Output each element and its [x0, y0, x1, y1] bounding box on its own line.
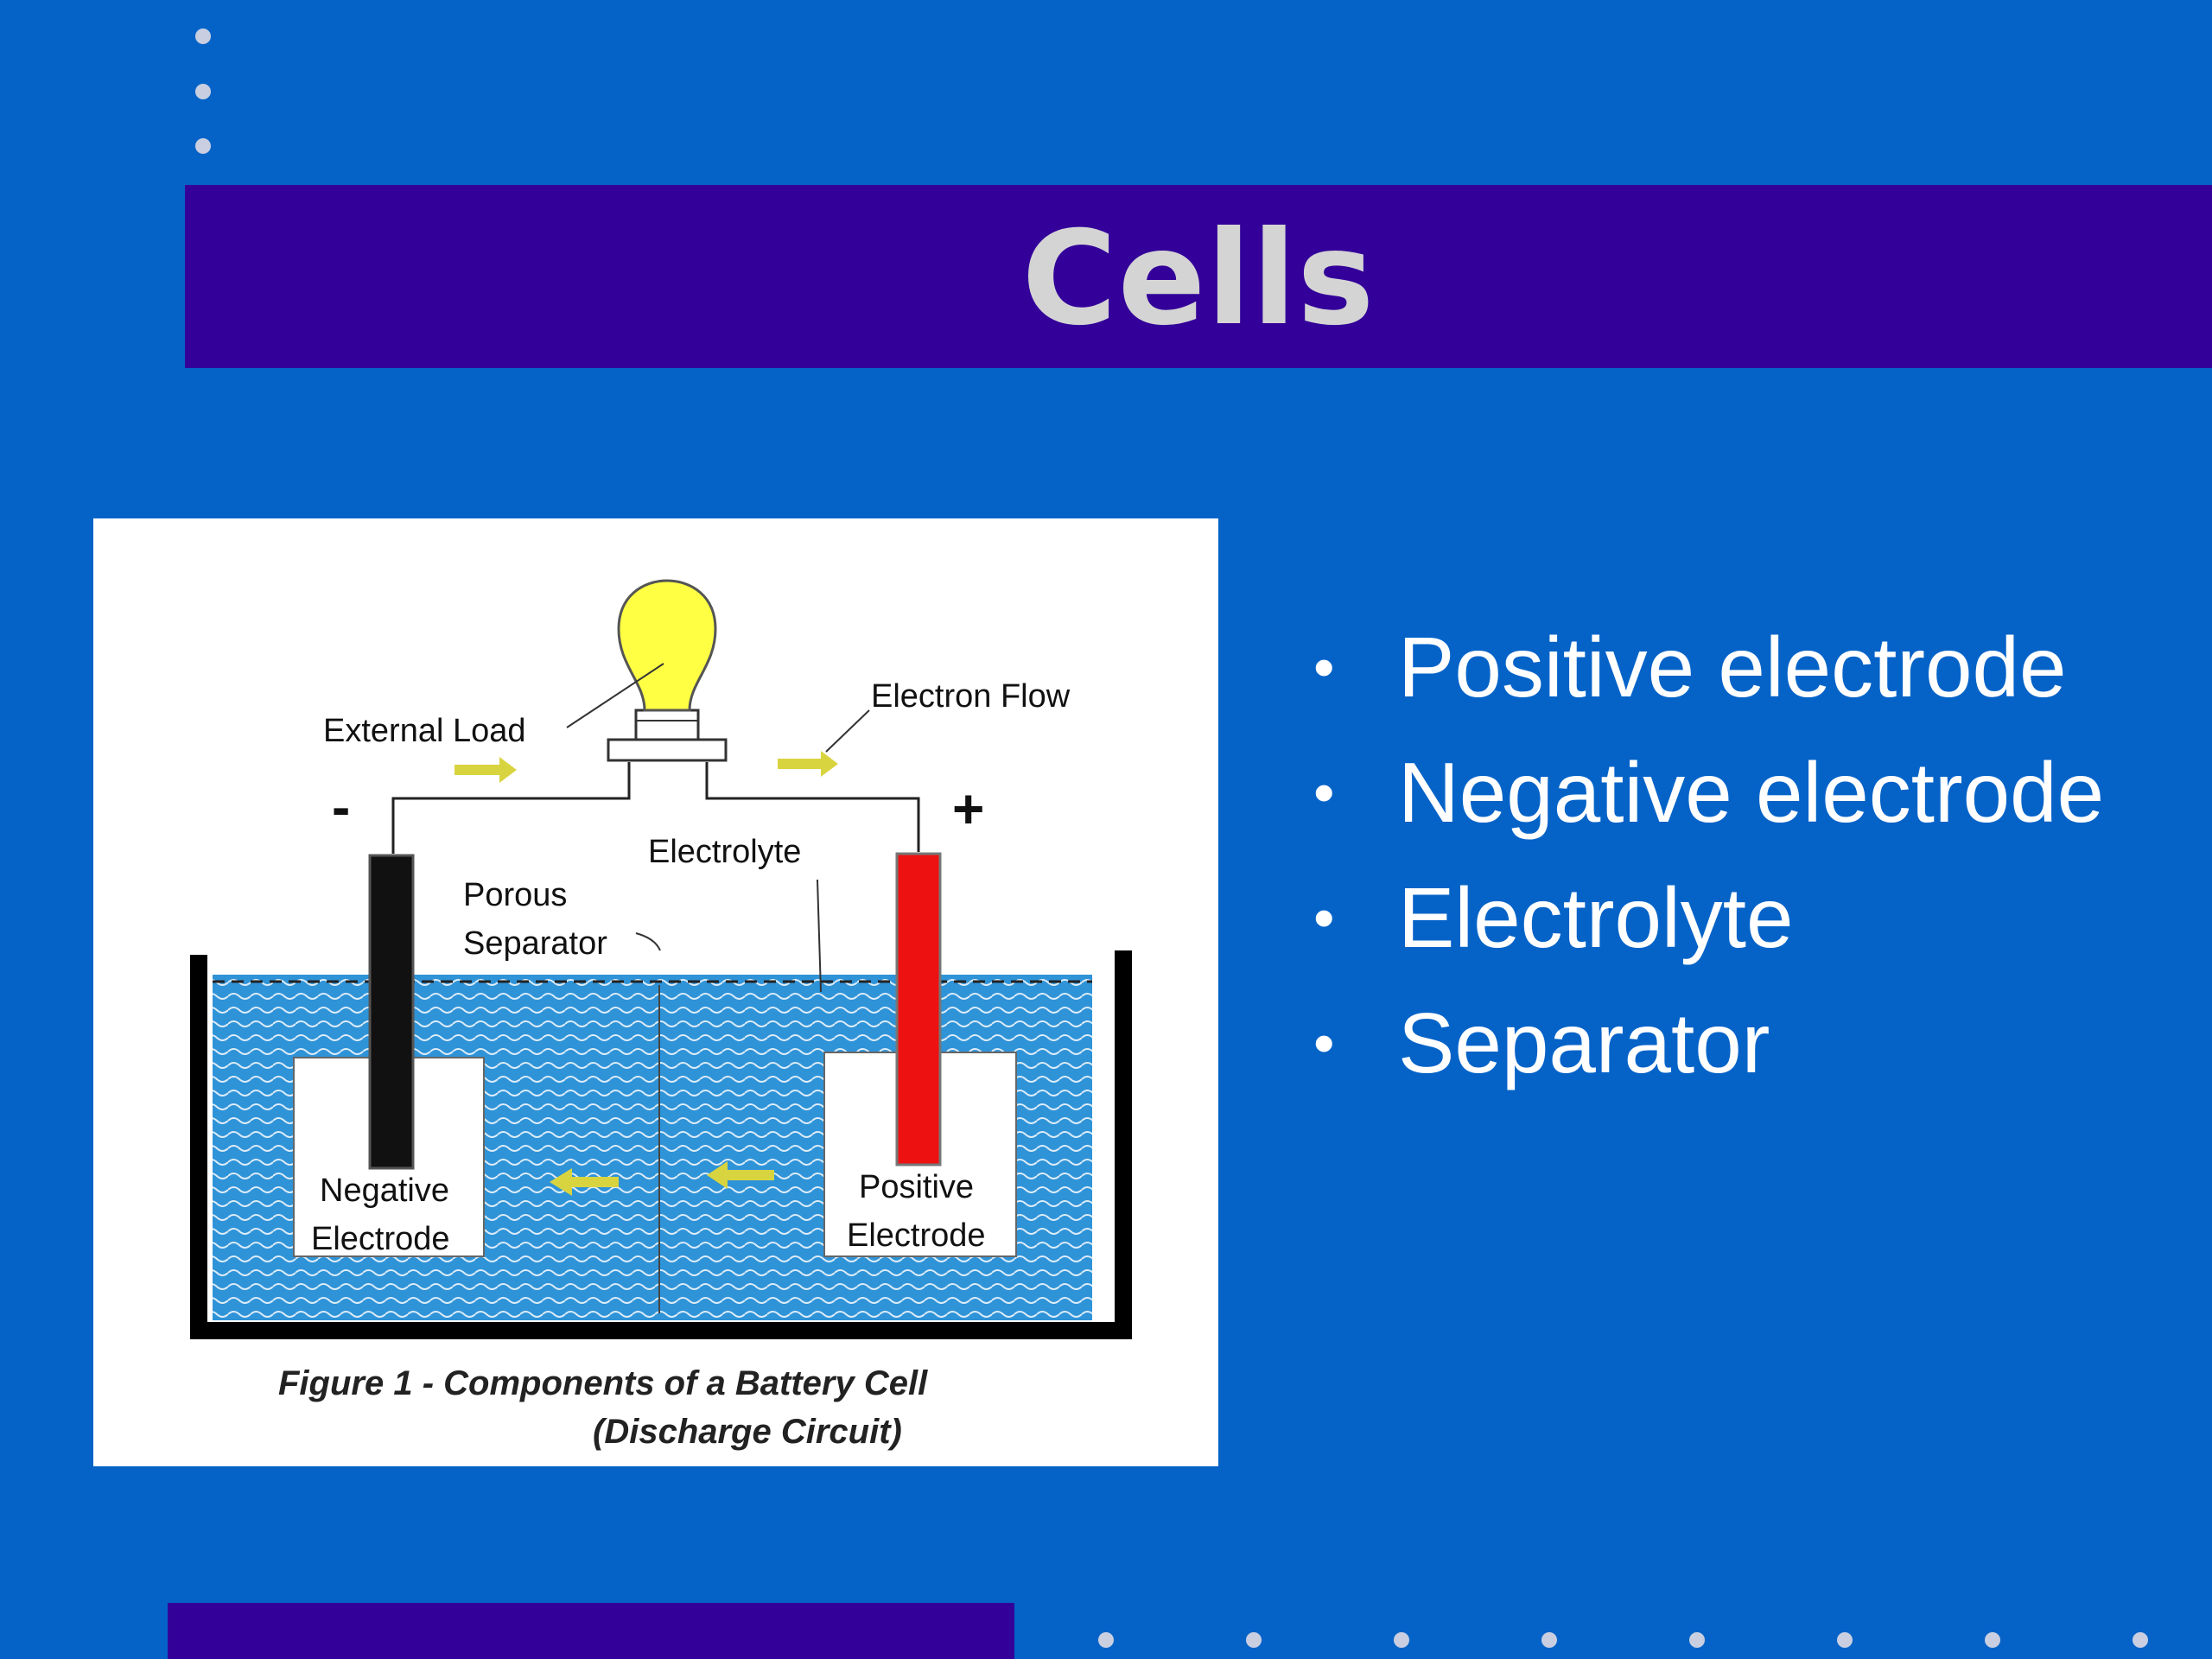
bulb-base: [634, 709, 700, 741]
figure-caption-line1: Figure 1 - Components of a Battery Cell: [278, 1364, 928, 1402]
label-separator: Separator: [463, 925, 607, 962]
bullet-item: • Positive electrode: [1305, 605, 2104, 730]
decor-dot: [1837, 1632, 1853, 1648]
bullet-text: Negative electrode: [1398, 745, 2105, 840]
decor-dot: [1689, 1632, 1705, 1648]
electrolyte-pointer: [817, 879, 822, 993]
label-external-load: External Load: [323, 713, 526, 749]
electron-arrow-right: [778, 751, 838, 777]
slide-title: Cells: [1021, 204, 1376, 354]
negative-electrode: [368, 854, 415, 1170]
label-positive-line2: Electrode: [847, 1217, 986, 1254]
label-negative-line1: Negative: [320, 1173, 449, 1209]
footer-bar: [168, 1603, 1014, 1659]
wire-positive: [705, 762, 920, 852]
bullet-text: Electrolyte: [1398, 870, 1794, 965]
external-load-pointer: [566, 663, 664, 728]
bullet-list: •Positive electrode •Negative electrode …: [1305, 605, 2104, 1106]
decor-dot: [1246, 1632, 1262, 1648]
bulb-socket: [607, 738, 728, 762]
positive-electrode: [895, 852, 942, 1166]
figure-caption-line2: (Discharge Circuit): [593, 1413, 902, 1451]
electron-flow-pointer: [825, 709, 870, 753]
wire-negative: [391, 762, 631, 854]
bullet-item: • Separator: [1305, 981, 2104, 1106]
cell-container: [190, 950, 1132, 1339]
title-banner: Cells: [185, 185, 2212, 368]
bullet-text: Separator: [1398, 995, 1770, 1090]
bullet-item: • Electrolyte: [1305, 855, 2104, 981]
decor-dot: [195, 138, 211, 154]
label-electrolyte: Electrolyte: [648, 834, 801, 870]
diagram-svg: External Load Electron Flow - + Electrol…: [190, 579, 1132, 1451]
bulb-icon: [617, 579, 717, 712]
label-negative-line2: Electrode: [311, 1221, 450, 1257]
bullet-item: • Negative electrode: [1305, 730, 2104, 855]
battery-cell-diagram: External Load Electron Flow - + Electrol…: [93, 518, 1218, 1466]
label-minus-sign: -: [332, 776, 350, 838]
label-positive-line1: Positive: [859, 1169, 974, 1205]
label-plus-sign: +: [952, 778, 984, 840]
bullet-marker: •: [1313, 759, 1335, 826]
electron-arrow-left: [454, 757, 517, 783]
label-electron-flow: Electron Flow: [871, 678, 1071, 715]
decor-dot: [1985, 1632, 2000, 1648]
decor-dot: [195, 29, 211, 44]
ion-arrow-right: [707, 1161, 774, 1189]
bullet-marker: •: [1313, 633, 1335, 701]
bullet-marker: •: [1313, 884, 1335, 951]
label-porous: Porous: [463, 877, 567, 913]
bullet-marker: •: [1313, 1009, 1335, 1077]
decor-dot: [1541, 1632, 1557, 1648]
decor-dot: [1098, 1632, 1114, 1648]
decor-dot: [195, 84, 211, 99]
bullet-text: Positive electrode: [1398, 620, 2067, 715]
decor-dot: [2133, 1632, 2148, 1648]
decor-dot: [1394, 1632, 1409, 1648]
ion-arrow-left: [550, 1168, 619, 1196]
separator-pointer: [635, 932, 661, 951]
